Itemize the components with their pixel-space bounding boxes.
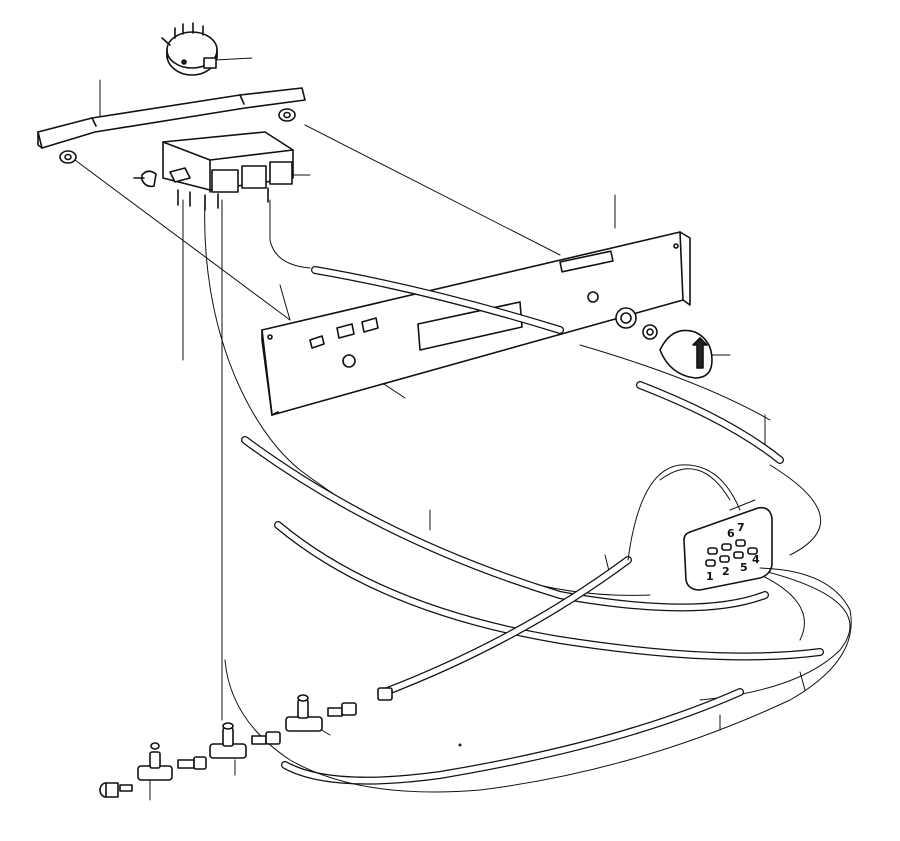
- guide-line-knob: [579, 344, 771, 421]
- pin-label-4: 4: [752, 553, 760, 566]
- wire-3: [204, 199, 651, 596]
- wire-6: [659, 468, 731, 501]
- wire-4: [269, 199, 311, 269]
- hose-end: [377, 687, 393, 701]
- connector-pin-labels: 6 7 1 2 5 4: [706, 521, 760, 583]
- control-knob: [659, 329, 713, 379]
- fittings: [99, 687, 393, 798]
- nipple-a: [119, 784, 133, 792]
- end-cap: [99, 782, 119, 798]
- wire-loop-connector: [627, 464, 741, 561]
- pin-label-2: 2: [722, 565, 730, 578]
- retaining-clip: [133, 170, 157, 188]
- multi-pin-connector: [683, 506, 773, 591]
- mounting-bracket: [37, 87, 306, 164]
- connector-a: [177, 756, 207, 770]
- leader-panel-left: [279, 284, 291, 321]
- rotary-switch: [161, 22, 218, 76]
- tee-fitting-1: [137, 742, 173, 781]
- leader-rotary-switch: [214, 57, 253, 61]
- washer: [642, 324, 658, 340]
- leader-hose-long: [799, 671, 806, 691]
- pin-label-6: 6: [727, 527, 735, 540]
- control-unit: [162, 131, 294, 211]
- wire-loop-bottom: [224, 567, 852, 793]
- potentiometer: [615, 307, 637, 329]
- leader-connector: [729, 499, 756, 511]
- pin-label-1: 1: [706, 570, 714, 583]
- wire-5: [769, 464, 822, 556]
- vacuum-hoses: [224, 266, 852, 793]
- pin-label-5: 5: [740, 561, 748, 574]
- stray-dot: [458, 743, 462, 747]
- connector-c: [327, 702, 357, 717]
- tee-fitting-2: [209, 722, 247, 759]
- guide-line-left: [74, 159, 291, 321]
- guide-line-top: [304, 124, 561, 256]
- connector-b: [251, 731, 281, 745]
- pin-label-7: 7: [737, 521, 745, 534]
- tee-fitting-3: [285, 694, 323, 732]
- wire-7: [699, 569, 851, 701]
